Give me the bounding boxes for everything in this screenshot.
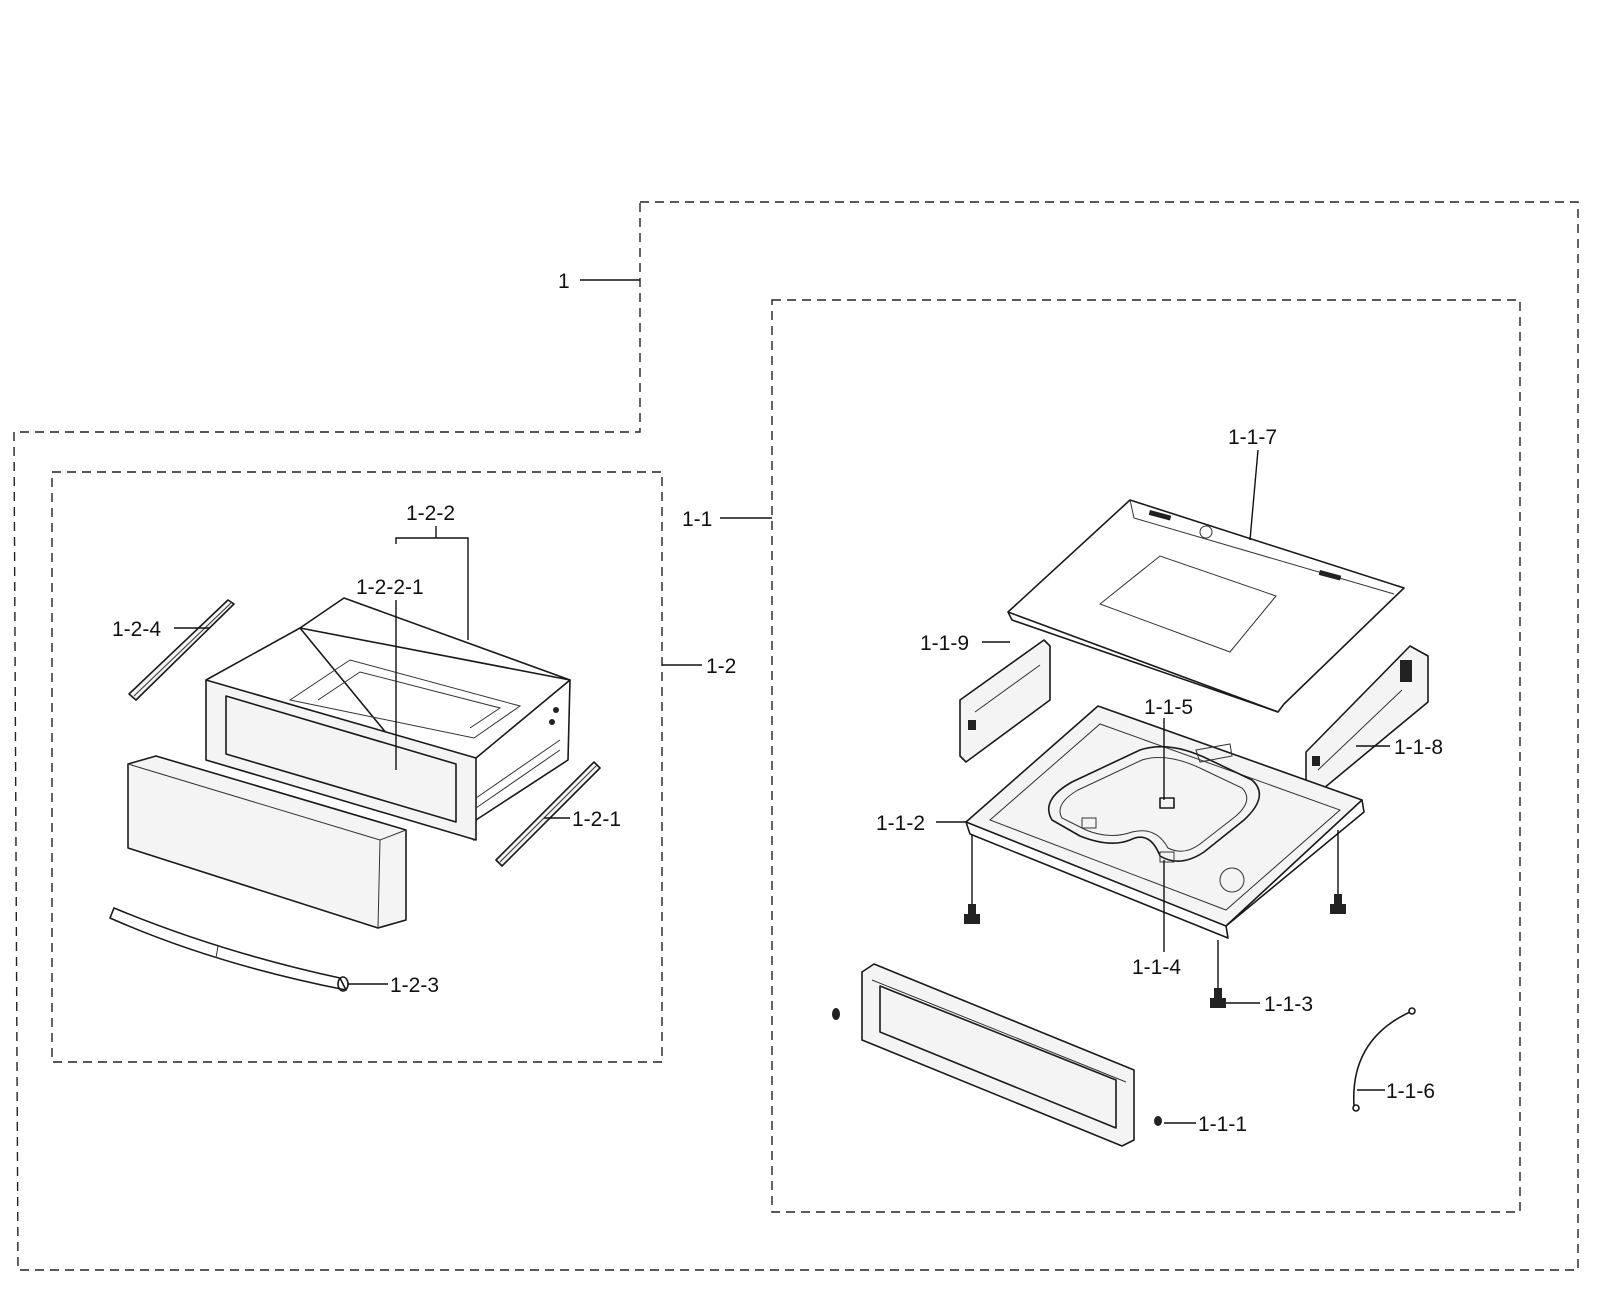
- part-1-1-3-leveling-legs: [964, 894, 1346, 1008]
- label-1-2-2-1: 1-2-2-1: [356, 576, 424, 599]
- label-1-2-1: 1-2-1: [572, 808, 621, 831]
- part-1-1-5-bracket: [1159, 743, 1233, 809]
- drawer-group: [109, 597, 601, 992]
- label-1-1-2: 1-1-2: [876, 812, 925, 835]
- part-1-1-1-front-frame: [832, 963, 1162, 1147]
- part-1-1-4-heater-element: [1047, 745, 1261, 863]
- label-1-1-6: 1-1-6: [1386, 1080, 1435, 1103]
- label-1-2-2: 1-2-2: [406, 502, 455, 525]
- part-1-1-6-wire-harness: [1352, 1007, 1416, 1112]
- subassembly-1-1-boundary: [771, 299, 1521, 1213]
- label-1: 1: [558, 270, 570, 293]
- label-1-2: 1-2: [706, 655, 736, 678]
- label-1-1-7: 1-1-7: [1228, 426, 1277, 449]
- label-1-1-3: 1-1-3: [1264, 993, 1313, 1016]
- part-1-1-9-side-rail: [959, 639, 1051, 763]
- frame-group: [832, 499, 1429, 1147]
- leader-lines: [174, 279, 1390, 1124]
- part-1-2-1-slide-rail: [495, 761, 601, 867]
- assembly-1-boundary: [13, 201, 1579, 1271]
- subassembly-1-2-boundary: [51, 471, 663, 1063]
- part-1-2-3-handle: [109, 907, 349, 992]
- label-1-1: 1-1: [682, 508, 712, 531]
- part-1-1-2-bottom-tray: [965, 705, 1365, 939]
- label-1-1-5: 1-1-5: [1144, 696, 1193, 719]
- part-1-1-8-side-rail: [1305, 645, 1429, 799]
- part-labels: 1 1-1 1-2 1-1-7 1-1-9 1-1-5 1-1-8 1-1-2 …: [112, 270, 1443, 1136]
- label-1-1-9: 1-1-9: [920, 632, 969, 655]
- part-1-2-4-slide-rail: [128, 599, 235, 701]
- part-1-2-2-1-drawer-panel: [127, 755, 407, 929]
- label-1-1-8: 1-1-8: [1394, 736, 1443, 759]
- label-1-1-1: 1-1-1: [1198, 1113, 1247, 1136]
- label-1-2-4: 1-2-4: [112, 618, 161, 641]
- part-1-2-2-drawer-box: [205, 597, 571, 841]
- part-1-1-7-top-cover: [1007, 499, 1405, 713]
- label-1-1-4: 1-1-4: [1132, 956, 1181, 979]
- label-1-2-3: 1-2-3: [390, 974, 439, 997]
